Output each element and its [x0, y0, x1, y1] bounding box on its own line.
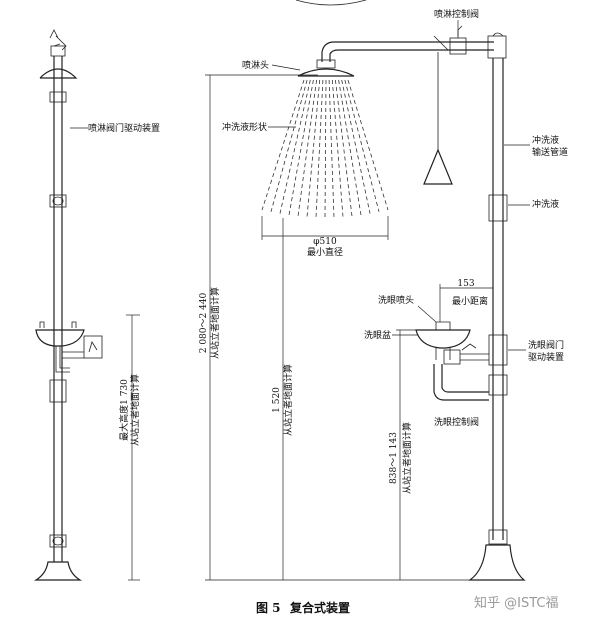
spray-height-value: 1 520	[272, 387, 282, 413]
left-shower-head	[39, 68, 78, 79]
left-unit	[33, 29, 103, 581]
spray-line	[335, 79, 353, 217]
left-shower-actuator	[49, 29, 67, 51]
right-unit	[297, 25, 526, 581]
label-shower-head: 喷淋头	[242, 59, 269, 71]
label-eyewash-basin: 洗眼盆	[364, 329, 391, 341]
spray-line	[324, 79, 327, 219]
max-height-note: 从站立者地面计算	[129, 374, 141, 446]
eyewash-height-value: 838～1 143	[389, 432, 399, 484]
label-flush-fluid: 冲洗液	[532, 198, 559, 210]
top-arc-fragment	[295, 0, 367, 6]
label-eyewash-valve-drive-line1: 洗眼阀门	[528, 339, 564, 351]
label-spray-pattern: 冲洗液形状	[222, 121, 267, 133]
spray-line	[288, 79, 314, 216]
spray-line	[315, 79, 324, 218]
label-supply-pipe-line2: 输送管道	[532, 146, 568, 158]
shower-arm-pipe	[321, 41, 494, 62]
spray-height-note: 从站立者地面计算	[282, 364, 294, 436]
eyewash-drain-pipe	[433, 364, 489, 401]
spray-line	[279, 79, 311, 214]
min-diameter-value: φ510	[313, 237, 337, 247]
label-shower-control-valve: 喷淋控制阀	[434, 8, 479, 20]
watermark: 知乎 @ISTC福	[474, 595, 558, 611]
label-eyewash-nozzle: 洗眼喷头	[378, 294, 414, 306]
spray-line	[297, 79, 317, 217]
shower-control-valve	[449, 37, 467, 55]
label-shower-valve-drive: 喷淋阀门驱动装置	[88, 122, 160, 134]
spray-line	[338, 79, 362, 216]
spray-line	[270, 79, 308, 212]
eyewash-control-valve-body	[443, 349, 461, 365]
left-base	[33, 561, 83, 581]
spray-line	[306, 79, 321, 218]
label-supply-pipe-line1: 冲洗液	[532, 134, 559, 146]
label-min-distance: 最小距离	[452, 295, 488, 307]
shower-height-note: 从站立者地面计算	[209, 287, 221, 359]
min-diameter-label: 最小直径	[307, 246, 343, 258]
figure-title: 复合式装置	[289, 600, 350, 615]
spray-line	[347, 79, 389, 211]
spray-line	[261, 79, 305, 211]
eyewash-height-note: 从站立者地面计算	[401, 422, 413, 494]
left-eyewash-basin	[35, 329, 85, 347]
eyewash-basin	[415, 329, 471, 349]
label-eyewash-control-valve: 洗眼控制阀	[434, 416, 479, 428]
shower-height-value: 2 080～2 440	[199, 292, 209, 353]
spray-line	[328, 79, 335, 218]
pull-rod	[433, 35, 449, 150]
spray-cone	[261, 79, 389, 219]
left-eyewash-valve-box	[83, 335, 103, 359]
triangle-pull-handle	[423, 148, 453, 185]
spray-line	[344, 79, 380, 212]
shower-head	[297, 68, 355, 77]
figure-number: 图 5	[256, 601, 281, 615]
spray-line	[341, 79, 371, 214]
label-eyewash-valve-drive-line2: 驱动装置	[528, 351, 564, 363]
distance-value: 153	[457, 279, 474, 289]
right-base	[468, 544, 526, 581]
spray-line	[331, 79, 344, 218]
max-height-text: 最大高度1 730	[118, 379, 130, 441]
